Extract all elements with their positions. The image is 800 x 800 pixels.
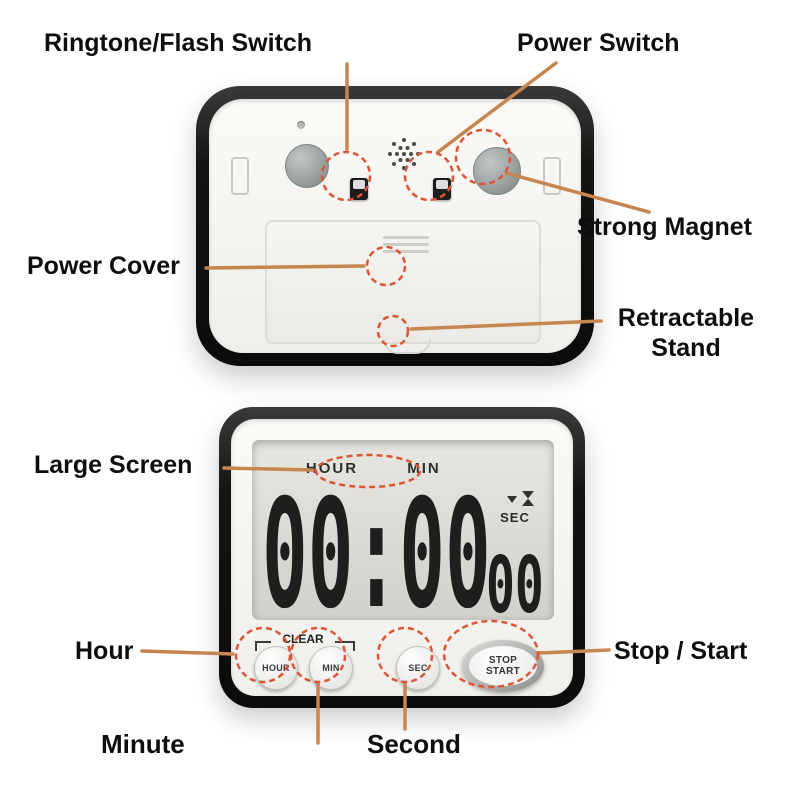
start-label: START bbox=[485, 666, 521, 677]
switch-knob bbox=[436, 180, 448, 189]
sec-button: SEC bbox=[396, 646, 440, 690]
magnet-left bbox=[285, 144, 329, 188]
time-display: 00:00 bbox=[262, 466, 491, 642]
timer-front-view: HOUR MIN SEC 00:00 00 CLEAR HOUR MIN SEC… bbox=[219, 407, 585, 708]
label-power-switch: Power Switch bbox=[517, 29, 680, 57]
hanging-hook-right bbox=[543, 157, 561, 195]
stop-start-button: STOP START bbox=[462, 640, 544, 692]
label-large-screen: Large Screen bbox=[34, 451, 193, 479]
hourglass-icon bbox=[522, 491, 534, 506]
lcd-sec-label: SEC bbox=[500, 510, 530, 525]
lcd-screen: HOUR MIN SEC 00:00 00 bbox=[252, 440, 554, 629]
min-button: MIN bbox=[309, 646, 353, 690]
hour-button: HOUR bbox=[254, 646, 298, 690]
screw-icon bbox=[297, 121, 305, 129]
label-hour: Hour bbox=[75, 637, 134, 665]
speaker-grille-icon bbox=[402, 152, 406, 156]
stop-label: STOP bbox=[488, 654, 518, 666]
grip-line bbox=[383, 243, 429, 246]
label-stop-start: Stop / Start bbox=[614, 637, 748, 665]
triangle-indicator-icon bbox=[507, 496, 517, 503]
label-minute: Minute bbox=[101, 729, 185, 759]
label-second: Second bbox=[367, 729, 461, 759]
label-retractable-stand: Retractable Stand bbox=[617, 304, 755, 362]
label-power-cover: Power Cover bbox=[27, 252, 180, 280]
ringtone-flash-switch bbox=[350, 178, 368, 200]
label-strong-magnet: Strong Magnet bbox=[577, 213, 752, 241]
magnet-right bbox=[473, 147, 521, 195]
grip-line bbox=[383, 236, 429, 239]
seconds-display: 00 bbox=[486, 540, 544, 632]
min-button-label: MIN bbox=[322, 663, 340, 673]
sec-button-label: SEC bbox=[408, 663, 428, 673]
stop-start-button-face: STOP START bbox=[469, 646, 537, 686]
hanging-hook-left bbox=[231, 157, 249, 195]
clear-label: CLEAR bbox=[271, 632, 335, 646]
timer-front-body: HOUR MIN SEC 00:00 00 CLEAR HOUR MIN SEC… bbox=[231, 419, 573, 696]
grip-line bbox=[383, 250, 429, 253]
timer-back-body bbox=[209, 99, 581, 354]
power-switch bbox=[433, 178, 451, 200]
label-ringtone-flash-switch: Ringtone/Flash Switch bbox=[44, 29, 313, 57]
switch-knob bbox=[353, 180, 365, 189]
timer-back-view bbox=[196, 86, 594, 366]
battery-cover bbox=[265, 220, 541, 344]
hour-button-label: HOUR bbox=[262, 663, 290, 673]
retractable-stand-notch bbox=[383, 339, 431, 354]
